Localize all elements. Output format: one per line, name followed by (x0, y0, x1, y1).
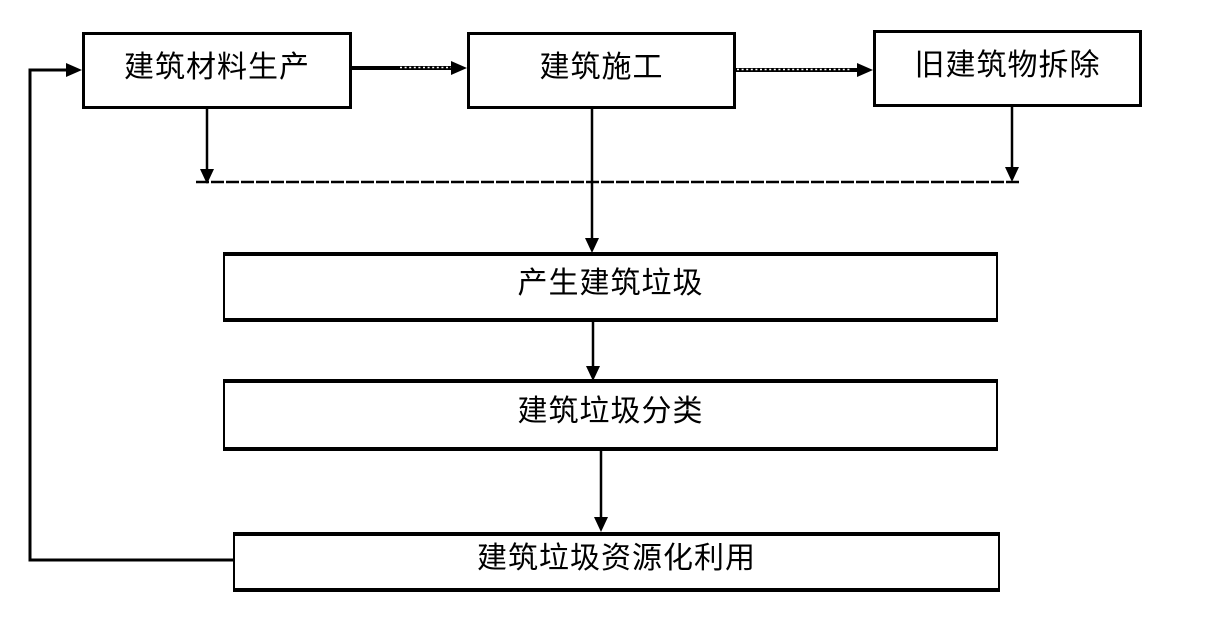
arrowhead-down-icon (1005, 167, 1019, 182)
edge-feedback-loop (28, 63, 233, 562)
edge-construction-to-waste-generation (585, 109, 599, 253)
node-materials-production: 建筑材料生产 (82, 32, 352, 109)
edge-demolition-to-collector (1005, 107, 1019, 182)
node-waste-generation: 产生建筑垃圾 (223, 252, 998, 322)
arrowhead-right-icon (66, 63, 82, 77)
arrowhead-down-icon (594, 517, 608, 532)
node-waste-classification: 建筑垃圾分类 (223, 379, 998, 451)
node-waste-generation-label: 产生建筑垃圾 (517, 267, 704, 300)
node-waste-resource-utilization: 建筑垃圾资源化利用 (233, 532, 1000, 592)
arrowhead-down-icon (585, 238, 599, 253)
node-waste-resource-utilization-label: 建筑垃圾资源化利用 (477, 542, 756, 575)
edge-materials-to-construction (340, 61, 467, 75)
edge-classification-to-utilization (594, 451, 608, 532)
node-old-building-demolition: 旧建筑物拆除 (873, 30, 1142, 107)
node-waste-classification-label: 建筑垃圾分类 (517, 395, 704, 428)
node-building-construction: 建筑施工 (467, 32, 736, 109)
edge-waste-to-classification (586, 322, 600, 381)
node-materials-production-label: 建筑材料生产 (124, 50, 310, 84)
edge-construction-to-demolition (736, 63, 873, 77)
node-old-building-demolition-label: 旧建筑物拆除 (914, 48, 1101, 82)
edge-materials-to-collector (200, 109, 214, 184)
arrowhead-down-icon (586, 366, 600, 381)
arrowhead-right-icon (857, 63, 873, 77)
arrowhead-down-icon (200, 169, 214, 184)
arrowhead-right-icon (451, 61, 467, 75)
node-building-construction-label: 建筑施工 (539, 50, 664, 84)
